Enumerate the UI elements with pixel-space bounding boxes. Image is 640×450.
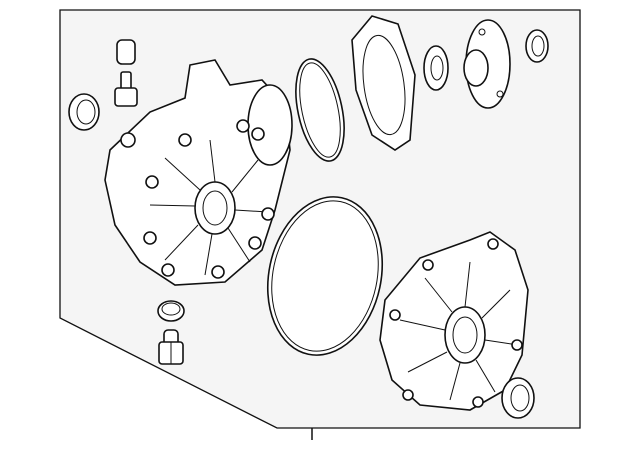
rear-cover-part [379,231,529,411]
o-ring-small-part [295,58,345,162]
o-ring-large-part [266,196,384,356]
bleeder-valve-part [114,71,138,107]
gasket-plate-part [351,15,416,151]
drain-plug-part [158,329,184,365]
flange-part [463,19,511,109]
differential-housing-part [104,59,293,286]
seal-bottom-part [157,300,185,322]
seal-bottom-right-part [501,377,535,419]
seal-top-right-part [525,29,549,63]
seal-left-part [68,93,100,131]
seal-small-part [423,45,449,91]
cap-part [116,39,136,65]
